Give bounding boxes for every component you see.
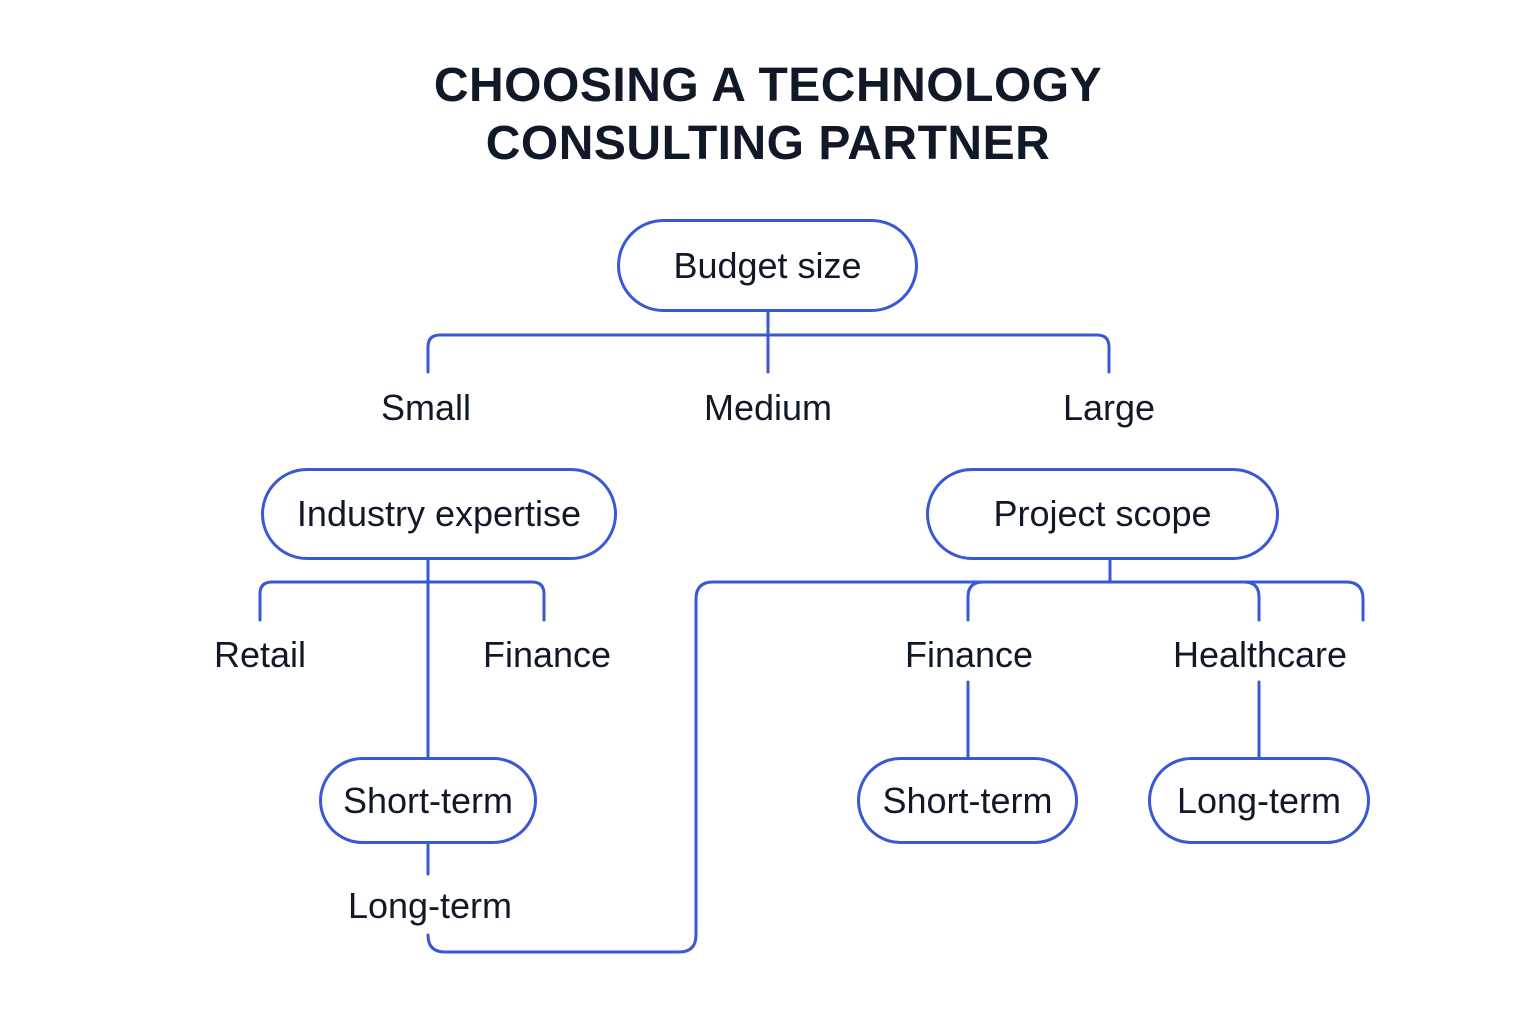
diagram-title-line-2: CONSULTING PARTNER [485,117,1051,170]
label-finance-right: Finance [904,634,1034,675]
connector-longterm-loop [426,580,1365,954]
label-medium: Medium [703,387,833,428]
node-short-term-right: Short-term [857,757,1078,844]
label-large: Large [1062,387,1156,428]
node-short-term-left: Short-term [319,757,537,844]
connector-industry-bar [258,580,546,622]
node-long-term-right: Long-term [1148,757,1370,844]
node-industry-expertise: Industry expertise [261,468,617,560]
connector-project-healthcare [1242,580,1261,622]
node-budget-size: Budget size [617,219,918,312]
diagram-title-line-1: CHOOSING A TECHNOLOGY [433,59,1103,112]
label-retail: Retail [213,634,307,675]
connector-project-finance [966,580,985,622]
label-small: Small [380,387,472,428]
node-project-scope: Project scope [926,468,1279,560]
label-healthcare: Healthcare [1172,634,1348,675]
label-finance-left: Finance [482,634,612,675]
label-long-term-left: Long-term [347,885,513,926]
